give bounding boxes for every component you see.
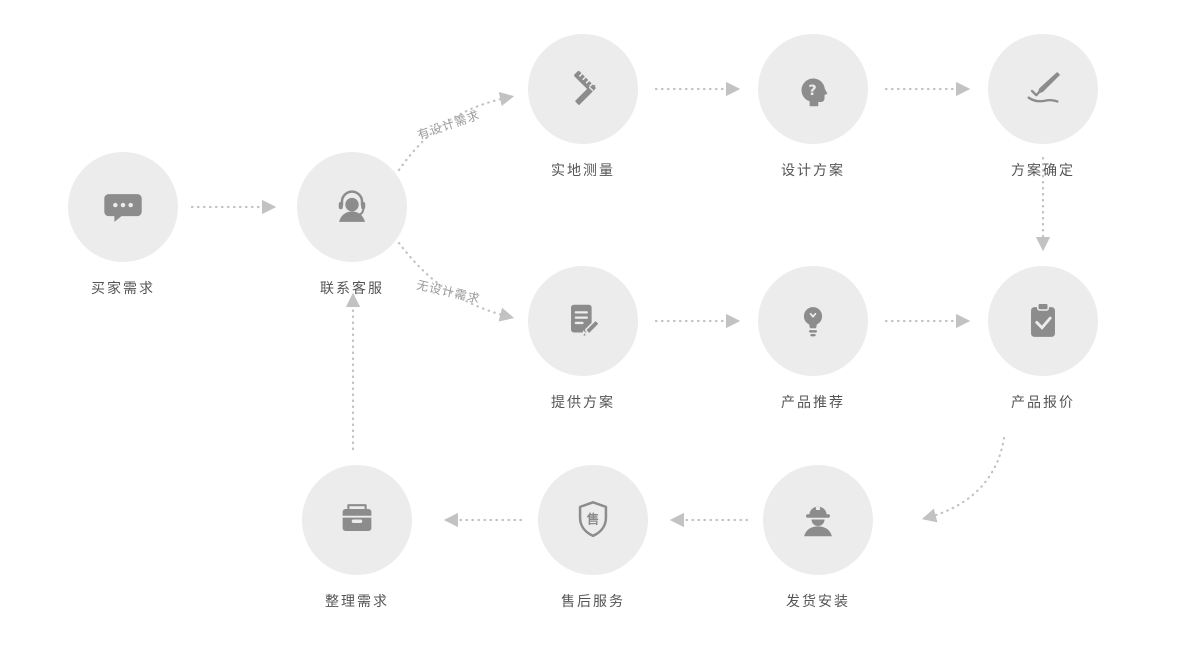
node-buyer-needs: 买家需求 bbox=[68, 152, 178, 298]
organize-needs-circle bbox=[302, 465, 412, 575]
design-plan-circle: ? bbox=[758, 34, 868, 144]
worker-helmet-icon bbox=[804, 506, 832, 537]
shield-glyph: 售 bbox=[587, 511, 599, 526]
node-contact-service: 联系客服 bbox=[297, 152, 407, 298]
pen-sign-icon bbox=[1027, 71, 1061, 103]
product-recommend-circle bbox=[758, 266, 868, 376]
node-label: 产品推荐 bbox=[781, 395, 845, 411]
plan-confirm-circle bbox=[988, 34, 1098, 144]
buyer-needs-circle bbox=[68, 152, 178, 262]
arrow-contact-to-provide bbox=[397, 241, 515, 322]
branch-label-no-design: 无设计需求 bbox=[415, 277, 482, 307]
measure-tools-icon bbox=[574, 70, 596, 105]
node-site-measure: 实地测量 bbox=[528, 34, 638, 180]
branch-label-has-design: 有设计需求 bbox=[415, 107, 482, 143]
node-label: 买家需求 bbox=[91, 281, 155, 297]
node-ship-install: 发货安装 bbox=[763, 465, 873, 611]
contact-service-circle bbox=[297, 152, 407, 262]
node-product-quote: 产品报价 bbox=[988, 266, 1098, 412]
node-organize-needs: 整理需求 bbox=[302, 465, 412, 611]
node-label: 售后服务 bbox=[561, 594, 625, 610]
node-product-recommend: 产品推荐 bbox=[758, 266, 868, 412]
provide-plan-circle bbox=[528, 266, 638, 376]
shield-aftersale-icon: 售 bbox=[578, 501, 608, 538]
site-measure-circle bbox=[528, 34, 638, 144]
node-label: 发货安装 bbox=[786, 594, 850, 610]
headset-agent-icon bbox=[338, 190, 366, 222]
node-label: 方案确定 bbox=[1011, 163, 1075, 179]
node-label: 设计方案 bbox=[781, 163, 845, 179]
node-label: 联系客服 bbox=[320, 281, 384, 297]
document-edit-icon bbox=[571, 304, 600, 338]
after-sales-circle: 售 bbox=[538, 465, 648, 575]
product-quote-circle bbox=[988, 266, 1098, 376]
lightbulb-icon bbox=[803, 307, 823, 337]
ship-install-circle bbox=[763, 465, 873, 575]
node-label: 实地测量 bbox=[551, 163, 615, 179]
archive-box-icon bbox=[341, 504, 373, 532]
chat-bubble-icon bbox=[104, 194, 142, 222]
node-after-sales: 售 售后服务 bbox=[538, 465, 648, 611]
svg-text:?: ? bbox=[808, 83, 816, 99]
arrow-contact-to-measure bbox=[397, 91, 515, 172]
node-provide-plan: 提供方案 bbox=[528, 266, 638, 412]
node-plan-confirm: 方案确定 bbox=[988, 34, 1098, 180]
thinking-head-icon: ? bbox=[801, 78, 828, 107]
node-design-plan: ? 设计方案 bbox=[758, 34, 868, 180]
node-label: 整理需求 bbox=[325, 594, 389, 610]
clipboard-check-icon bbox=[1031, 302, 1055, 337]
node-label: 产品报价 bbox=[1011, 395, 1075, 411]
arrow-quote-to-ship bbox=[921, 436, 1006, 523]
node-label: 提供方案 bbox=[551, 395, 615, 411]
